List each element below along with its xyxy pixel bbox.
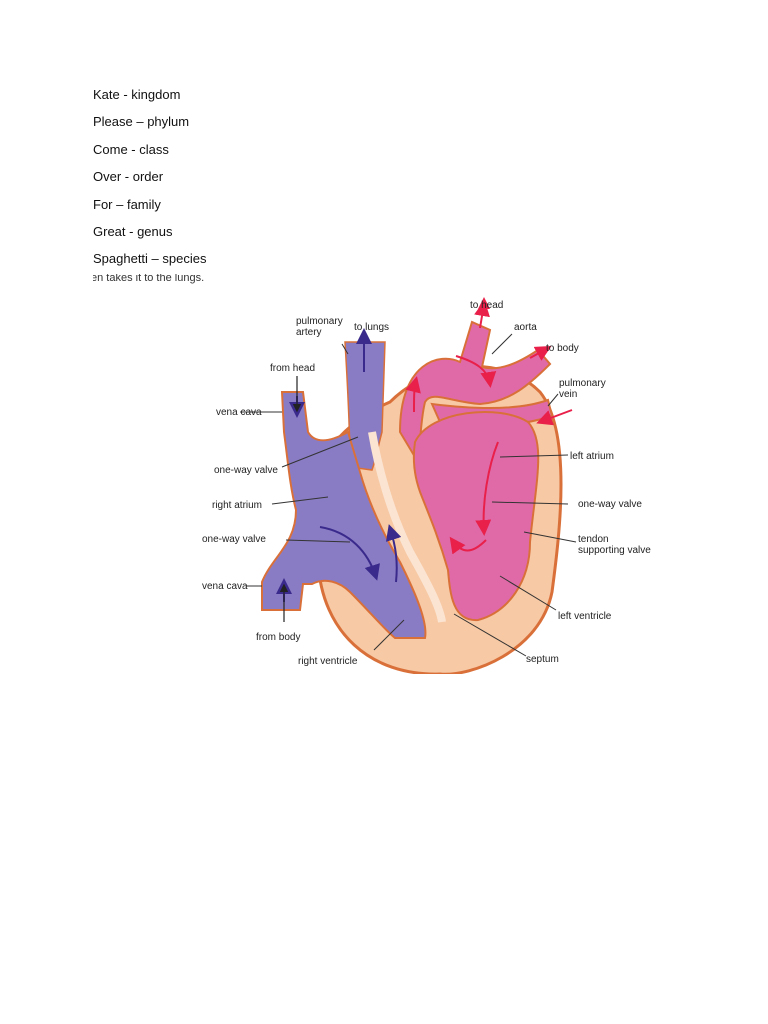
heart-diagram: to head pulmonary artery to lungs aorta … xyxy=(200,292,680,674)
label-from-body: from body xyxy=(256,632,300,643)
left-heart-chambers xyxy=(412,411,540,622)
label-to-head: to head xyxy=(470,300,503,311)
mnemonic-line: Spaghetti – species xyxy=(93,251,207,267)
label-aorta: aorta xyxy=(514,322,537,333)
aorta-vessel xyxy=(398,320,552,465)
mnemonic-line: Over - order xyxy=(93,169,164,185)
label-right-atrium: right atrium xyxy=(212,500,262,511)
mnemonic-line: Great - genus xyxy=(93,223,173,239)
label-pulmonary-vein: vein xyxy=(559,389,577,400)
red-flow-arrow xyxy=(529,346,552,361)
leader-lines xyxy=(240,333,577,657)
label-vena-cava-bottom: vena cava xyxy=(202,581,248,592)
label-one-way-valve: one-way valve xyxy=(202,534,266,545)
label-vena-cava-top: vena cava xyxy=(216,407,262,418)
label-left-atrium: left atrium xyxy=(570,451,614,462)
label-left-ventricle: left ventricle xyxy=(558,611,612,622)
label-septum: septum xyxy=(526,654,559,665)
cropped-text-line: en takes it to the lungs. xyxy=(93,274,223,285)
heart-svg: to head pulmonary artery to lungs aorta … xyxy=(202,297,651,674)
label-to-lungs: to lungs xyxy=(354,322,389,333)
mnemonic-line: Kate - kingdom xyxy=(93,87,181,102)
blue-flow-arrow xyxy=(319,526,380,581)
red-flow-arrow xyxy=(405,376,421,413)
label-pulmonary-vein: pulmonary xyxy=(559,378,606,389)
label-right-ventricle: right ventricle xyxy=(298,656,358,667)
right-heart-chambers xyxy=(261,391,427,639)
label-one-way-valve: one-way valve xyxy=(214,465,278,476)
blue-flow-arrow xyxy=(385,524,402,583)
label-one-way-valve: one-way valve xyxy=(578,499,642,510)
label-tendon: supporting valve xyxy=(578,545,651,556)
mnemonic-line: For – family xyxy=(93,196,161,212)
red-flow-arrow xyxy=(536,409,573,426)
label-from-head: from head xyxy=(270,363,315,374)
mnemonic-list: Kate - kingdom Please – phylum Come - cl… xyxy=(93,85,206,277)
red-flow-arrow xyxy=(475,441,499,536)
mnemonic-line: Come - class xyxy=(93,141,169,157)
label-pulmonary-artery: artery xyxy=(296,327,322,338)
label-to-body: to body xyxy=(546,343,579,354)
cropped-text: en takes it to the lungs. xyxy=(93,274,205,284)
red-flow-arrow xyxy=(449,536,487,555)
label-tendon: tendon xyxy=(578,534,609,545)
mnemonic-line: Please – phylum xyxy=(93,114,190,130)
label-pulmonary-artery: pulmonary xyxy=(296,316,343,327)
red-flow-arrow xyxy=(455,355,497,388)
septum-wall xyxy=(368,431,446,623)
